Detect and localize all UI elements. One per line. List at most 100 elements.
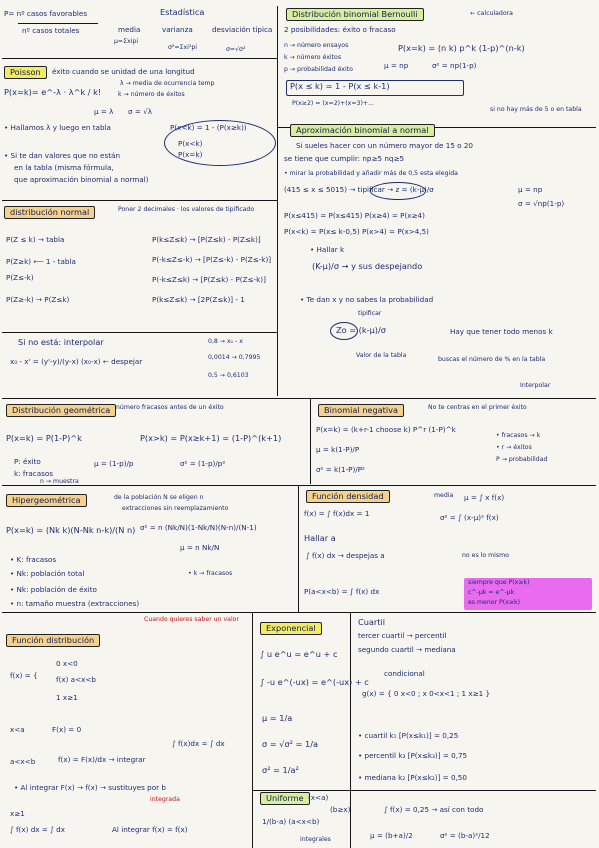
geometrica-f2: P(x>k) = P(x≥k+1) = (1-P)^(k+1) [140, 433, 282, 443]
hipergeometrica-mu: μ = n Nk/N [180, 543, 220, 552]
hipergeometrica-l5: • k → fracasos [188, 570, 233, 577]
uniforme-l2: (b≥x) [330, 805, 351, 814]
densidad-hallar: Hallar a [304, 533, 336, 543]
geometrica-l3: n → muestra [40, 478, 79, 485]
aprox-l2: se tiene que cumplir: np≥5 nq≥5 [284, 154, 405, 163]
cuartil-f3: • percentil k₃ [P(x≤k₃)] = 0,75 [358, 751, 468, 760]
exponencial-mu: μ = 1/a [262, 713, 293, 723]
distribucion-l1: 0 x<0 [56, 659, 78, 668]
distribucion-note-top: Cuando quieres saber un valor [144, 616, 239, 623]
densidad-magenta-3: es menor P(x≥k) [468, 599, 521, 606]
media-label: media [118, 25, 141, 34]
poisson-circle [164, 120, 276, 166]
aprox-l8: buscas el número de % en la tabla [438, 356, 546, 363]
binomial-box [286, 80, 464, 96]
hipergeometrica-l2: • Nk: población total [10, 569, 85, 578]
poisson-note-6: en la tabla (misma fórmula, [14, 163, 114, 172]
varianza-label: varianza [162, 25, 193, 34]
geometrica-sigma: σ² = (1-p)/p² [180, 459, 226, 468]
normal-sub: Poner 2 decimales · los valores de tipif… [118, 206, 255, 213]
poisson-note-3: P(x<k) [178, 139, 203, 148]
cuartil-f4: • mediana k₂ [P(x≤k₂)] = 0,50 [358, 773, 467, 782]
cuartil-f1: g(x) = { 0 x<0 ; x 0<x<1 ; 1 x≥1 } [362, 689, 491, 698]
desviacion-formula: σ=√σ² [226, 46, 246, 53]
poisson-header: Poisson [4, 66, 47, 80]
binomial-negativa-sigma: σ² = k(1-P)/P² [316, 465, 365, 474]
normal-f4: P(k≤Z≤k) → [2P(Z≤k)] - 1 [152, 295, 245, 304]
estadistica-title: Estadística [160, 7, 205, 17]
binomial-l2: k → número éxitos [284, 54, 342, 61]
divider [252, 790, 596, 791]
uniforme-f2: μ = (b+a)/2 [370, 831, 413, 840]
binomial-l1: n → número ensayos [284, 42, 349, 49]
aprox-tipificar: tipificar [358, 310, 382, 317]
geometrica-f1: P(x=k) = P(1-P)^k [6, 433, 82, 443]
binomial-negativa-desc: No te centras en el primer éxito [428, 404, 527, 411]
aprox-l1: Si sueles hacer con un número mayor de 1… [296, 141, 474, 150]
divider [278, 127, 596, 128]
distribucion-header: Función distribución [6, 634, 101, 648]
varianza-formula: σ²=Σxi²pi [168, 44, 198, 51]
normal-v2: 0,0014 → 0,7995 [208, 354, 261, 361]
exponencial-f1: ∫ u e^u = e^u + c [260, 649, 338, 659]
binomial-f3: P(x≥2) = (x=2)+(x=3)+... [292, 100, 374, 107]
geometrica-l1: P: éxito [14, 457, 41, 466]
poisson-note-5: • Si te dan valores que no están [4, 151, 121, 160]
divider [252, 612, 253, 848]
divider [2, 485, 596, 486]
normal-l3: P(Z≤-k) [6, 273, 34, 282]
hipergeometrica-header: Hipergeométrica [6, 494, 87, 508]
densidad-magenta-1: siempre que P(x≥k) [468, 579, 530, 586]
binomial-mu: μ = np [384, 61, 409, 70]
zo-circle [330, 322, 358, 340]
uniforme-header: Uniforme [260, 792, 310, 806]
geometrica-header: Distribución geométrica [6, 404, 117, 418]
exponencial-header: Exponencial [260, 622, 322, 636]
distribucion-f3: ∫ f(x) dx = ∫ dx [10, 825, 65, 834]
densidad-f2: ∫ f(x) dx → despejas a [306, 551, 385, 560]
poisson-note-7: que aproximación binomial a normal) [14, 175, 149, 184]
distribucion-l7: • Al integrar F(x) → f(x) → sustituyes p… [14, 783, 166, 792]
geometrica-mu: μ = (1-p)/p [94, 459, 134, 468]
aprox-l4: (415 ≤ x ≤ 5015) → tipificar → z = (k-μ)… [284, 185, 434, 194]
cuartil-f5: ∫ f(x) = 0,25 → así con todo [384, 805, 484, 814]
poisson-sigma: σ = √λ [128, 107, 152, 116]
poisson-note-4: P(x=k) [178, 150, 203, 159]
geometrica-l2: k: fracasos [14, 469, 54, 478]
binomial-negativa-mu: μ = k(1-P)/P [316, 445, 360, 454]
normal-f2: P(-k≤Z≤-k) → [P(Z≤-k) - P(Z≤-k)] [152, 255, 272, 264]
aprox-l5: • Te dan x y no sabes la probabilidad [300, 295, 434, 304]
densidad-note: no es lo mismo [462, 552, 509, 559]
poisson-formula: P(x=k)= e^-λ · λ^k / k! [4, 87, 102, 97]
uniforme-integrales: integrales [300, 836, 331, 843]
distribucion-f1: f(x) = F(x)/dx → integrar [58, 755, 146, 764]
normal-l1: P(Z ≤ k) → tabla [6, 235, 65, 244]
distribucion-l9: Al integrar f(x) = f(x) [112, 825, 188, 834]
exponencial-sigma2: σ² = 1/a² [262, 765, 299, 775]
cuartil-condicional: condicional [384, 669, 425, 678]
aprox-l3: • mirar la probabilidad y añadir más de … [284, 170, 458, 177]
normal-f5: x₀ - x' = (y'-y)/(y-x) (x₀-x) ← despejar [10, 357, 143, 366]
binomial-negativa-l3: P → probabilidad [496, 456, 548, 463]
magenta-highlight [464, 578, 592, 610]
densidad-header: Función densidad [306, 490, 390, 504]
densidad-magenta-2: c^-μk = e^-μk [468, 589, 515, 596]
normal-no-tabla: Si no está: interpolar [18, 337, 104, 347]
divider [2, 398, 596, 399]
divider [2, 58, 277, 59]
distribucion-l3: 1 x≥1 [56, 693, 78, 702]
binomial-sub: 2 posibilidades: éxito o fracaso [284, 25, 396, 34]
binomial-header: Distribución binomial Bernoulli [286, 8, 424, 22]
distribucion-l5: F(x) = 0 [52, 725, 82, 734]
aprox-mu: μ = np [518, 185, 543, 194]
poisson-k-desc: k → número de éxitos [118, 91, 185, 98]
divider [310, 398, 311, 484]
cuartil-l1: tercer cuartil → percentil [358, 631, 447, 640]
hipergeometrica-l4: • n: tamaño muestra (extracciones) [10, 599, 140, 608]
aprox-f3: (K-μ)/σ → y sus despejando [312, 261, 423, 271]
binomial-negativa-l2: • r → éxitos [496, 444, 532, 451]
cuartil-title: Cuartil [358, 617, 386, 627]
geometrica-desc: número fracasos antes de un éxito [116, 404, 224, 411]
aprox-l9: Interpolar [520, 382, 551, 389]
